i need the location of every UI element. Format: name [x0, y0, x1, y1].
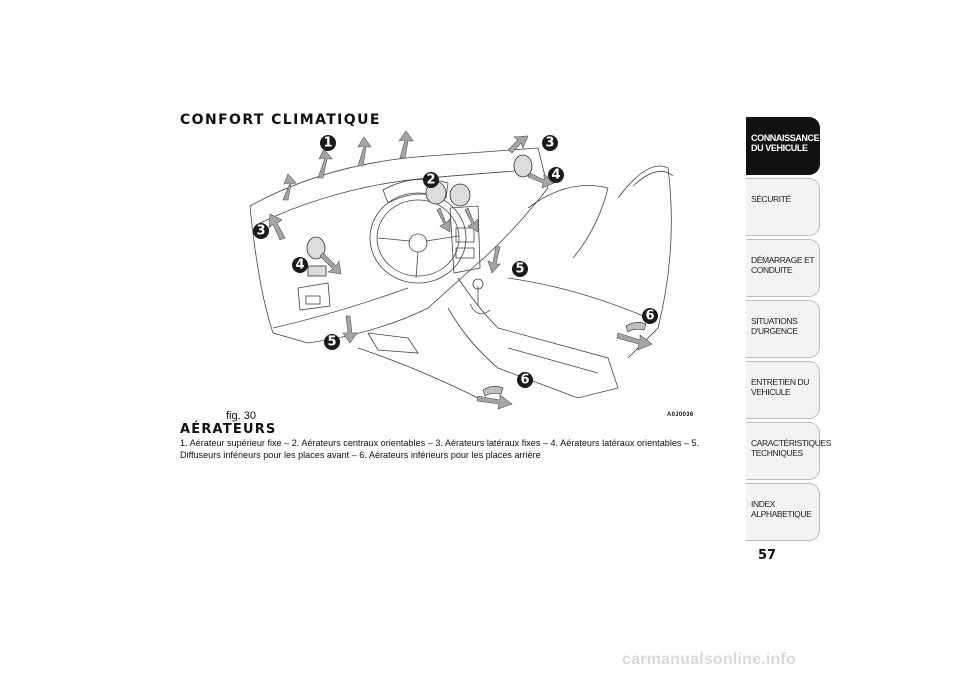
figure-code: A0J0036 — [667, 412, 694, 418]
tab-index-alphabetique[interactable]: INDEX ALPHABETIQUE — [746, 483, 820, 541]
callout-5-left: 5 — [324, 334, 340, 350]
tab-label: INDEX ALPHABETIQUE — [751, 499, 812, 519]
callout-1: 1 — [320, 135, 336, 151]
dashboard-vents-illustration: 1 2 3 3 4 4 5 5 6 6 — [249, 130, 674, 410]
callout-4-right: 4 — [548, 167, 564, 183]
tab-situations-durgence[interactable]: SITUATIONS D'URGENCE — [746, 300, 820, 358]
tab-connaissance-du-vehicule[interactable]: CONNAISSANCE DU VEHICULE — [746, 117, 820, 175]
tab-label: ENTRETIEN DU VEHICULE — [751, 377, 810, 397]
callout-6-bottom: 6 — [517, 372, 533, 388]
page-number: 57 — [758, 548, 777, 563]
section-title: CONFORT CLIMATIQUE — [180, 112, 381, 128]
figure-caption: fig. 30 — [226, 410, 256, 422]
svg-text:1: 1 — [323, 136, 332, 151]
svg-text:4: 4 — [295, 258, 304, 273]
chapter-tabs: CONNAISSANCE DU VEHICULE SÉCURITÉ DÉMARR… — [746, 117, 832, 544]
callout-4-left: 4 — [292, 257, 308, 273]
tab-label: CARACTÉRISTIQUES TECHNIQUES — [751, 438, 832, 458]
tab-label: DÉMARRAGE ET CONDUITE — [751, 255, 815, 275]
tab-demarrage-et-conduite[interactable]: DÉMARRAGE ET CONDUITE — [746, 239, 820, 297]
callout-3-right: 3 — [542, 135, 558, 151]
svg-text:4: 4 — [551, 168, 560, 183]
tab-securite[interactable]: SÉCURITÉ — [746, 178, 820, 236]
callout-2: 2 — [423, 172, 439, 188]
svg-text:2: 2 — [426, 173, 435, 188]
callout-5-right: 5 — [512, 261, 528, 277]
tab-label: SÉCURITÉ — [751, 194, 791, 204]
tab-caracteristiques-techniques[interactable]: CARACTÉRISTIQUES TECHNIQUES — [746, 422, 832, 480]
watermark: carmanualsonline.info — [622, 651, 797, 668]
tab-label: SITUATIONS D'URGENCE — [751, 316, 798, 336]
svg-text:6: 6 — [645, 309, 654, 324]
svg-text:3: 3 — [545, 136, 554, 151]
callout-3-left: 3 — [253, 223, 269, 239]
svg-text:6: 6 — [520, 373, 529, 388]
tab-label: CONNAISSANCE DU VEHICULE — [751, 133, 820, 153]
vents-legend-text: 1. Aérateur supérieur fixe – 2. Aérateur… — [180, 437, 700, 460]
callout-6-right: 6 — [642, 308, 658, 324]
svg-text:5: 5 — [515, 262, 524, 277]
svg-text:5: 5 — [327, 335, 336, 350]
svg-text:3: 3 — [256, 224, 265, 239]
subsection-title: AÉRATEURS — [180, 422, 277, 437]
tab-entretien-du-vehicule[interactable]: ENTRETIEN DU VEHICULE — [746, 361, 820, 419]
